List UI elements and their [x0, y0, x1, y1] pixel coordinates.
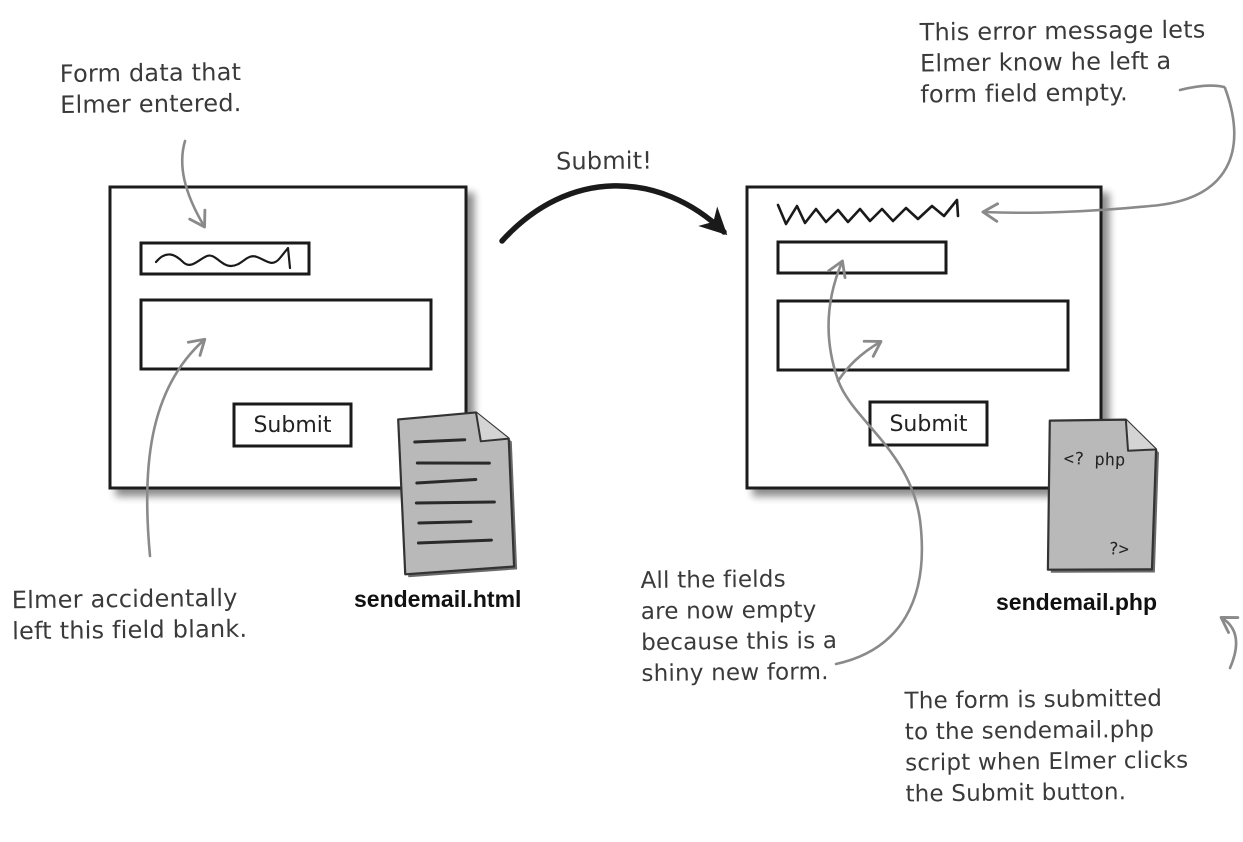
- error-message-scribble: [776, 198, 960, 226]
- submit-transition-arrow: [499, 183, 728, 244]
- right-name-field[interactable]: [776, 240, 948, 275]
- left-form: Submit: [108, 185, 468, 490]
- html-file-icon: [397, 411, 518, 578]
- right-submit-button[interactable]: Submit: [868, 400, 989, 447]
- left-submit-button[interactable]: Submit: [232, 402, 353, 448]
- right-submit-label: Submit: [889, 412, 967, 437]
- php-close-tag: ?>: [1108, 539, 1129, 560]
- left-entered-scribble: [154, 246, 292, 270]
- php-open-tag: <? php: [1064, 449, 1126, 471]
- error-arrow-tail: [1178, 84, 1226, 92]
- submit-action-note: Submit!: [555, 146, 653, 176]
- form-data-note: Form data that Elmer entered.: [59, 58, 242, 119]
- php-file-name: sendemail.php: [996, 589, 1158, 615]
- error-message-arrow: [981, 86, 1236, 223]
- left-message-field[interactable]: [139, 298, 433, 371]
- submitted-to-note: The form is submitted to the sendemail.p…: [904, 685, 1189, 808]
- right-message-field[interactable]: [776, 299, 1070, 372]
- right-form: Submit: [745, 185, 1103, 490]
- php-file-icon: <? php ?>: [1046, 418, 1160, 573]
- submitted-to-arrow: [1219, 615, 1240, 670]
- left-submit-label: Submit: [253, 413, 331, 438]
- empty-fields-note: All the fields are now empty because thi…: [640, 566, 838, 688]
- error-message-note: This error message lets Elmer know he le…: [919, 15, 1206, 109]
- empty-fields-arrow-bottom: [836, 339, 883, 383]
- form-data-arrow: [180, 139, 207, 229]
- html-file-name: sendemail.html: [354, 586, 522, 612]
- blank-field-note: Elmer accidentally left this field blank…: [11, 583, 248, 646]
- blank-field-arrow: [145, 337, 207, 558]
- left-name-field[interactable]: [139, 241, 311, 276]
- empty-fields-arrow-top: [827, 259, 924, 666]
